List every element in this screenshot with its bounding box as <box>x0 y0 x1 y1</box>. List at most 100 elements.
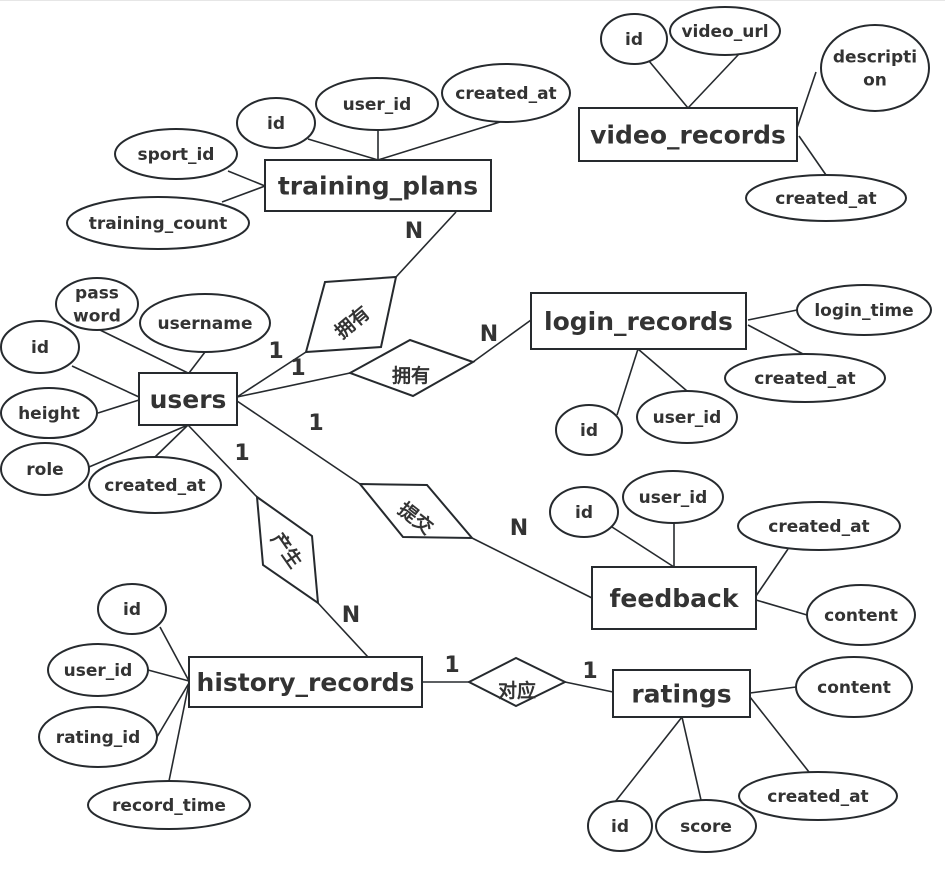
attribute-connector <box>648 60 689 109</box>
attribute-tp-user-id[interactable]: user_id <box>315 77 439 131</box>
relationship-diamond[interactable] <box>466 656 568 708</box>
attribute-tp-training-count[interactable]: training_count <box>66 196 250 250</box>
attribute-lr-created-at[interactable]: created_at <box>724 353 886 403</box>
attribute-users-height[interactable]: height <box>0 387 98 439</box>
attribute-rt-score[interactable]: score <box>655 799 757 853</box>
attribute-ellipse[interactable] <box>724 353 886 403</box>
attribute-rt-id[interactable]: id <box>587 800 653 852</box>
attribute-ellipse[interactable] <box>38 706 158 768</box>
attribute-ellipse[interactable] <box>87 780 251 830</box>
attribute-connector <box>747 324 804 355</box>
attribute-ellipse[interactable] <box>97 583 167 635</box>
attribute-ellipse[interactable] <box>0 442 90 496</box>
entity-box[interactable] <box>591 566 757 630</box>
attribute-ellipse[interactable] <box>796 284 932 336</box>
attribute-label: login_time <box>814 301 913 321</box>
attribute-ellipse[interactable] <box>0 387 98 439</box>
entity-box[interactable] <box>188 656 423 708</box>
attribute-ellipse[interactable] <box>315 77 439 131</box>
attribute-hr-user-id[interactable]: user_id <box>47 643 149 697</box>
attribute-rt-created-at[interactable]: created_at <box>738 771 898 821</box>
entity-video-records[interactable]: video_records <box>578 107 798 162</box>
attribute-ellipse[interactable] <box>622 470 724 524</box>
attribute-ellipse[interactable] <box>549 486 619 538</box>
attribute-hr-id[interactable]: id <box>97 583 167 635</box>
relationship-diamond[interactable] <box>255 494 320 606</box>
relationship-diamond[interactable] <box>357 482 475 540</box>
attribute-ellipse[interactable] <box>587 800 653 852</box>
attribute-vr-id[interactable]: id <box>600 13 668 65</box>
attribute-ellipse[interactable] <box>55 277 139 331</box>
entity-feedback[interactable]: feedback <box>591 566 757 630</box>
attribute-tp-created-at[interactable]: created_at <box>441 63 571 123</box>
relationship-diamond[interactable] <box>347 338 476 398</box>
attribute-ellipse[interactable] <box>236 97 316 149</box>
entity-ratings[interactable]: ratings <box>612 669 751 718</box>
attribute-rt-content[interactable]: content <box>795 656 913 718</box>
entity-box[interactable] <box>264 159 492 212</box>
attribute-fb-created-at[interactable]: created_at <box>737 501 901 551</box>
entity-box[interactable] <box>612 669 751 718</box>
cardinality-to: N <box>405 219 423 244</box>
entity-box[interactable] <box>530 292 747 350</box>
attribute-hr-rating-id[interactable]: rating_id <box>38 706 158 768</box>
attribute-vr-created-at[interactable]: created_at <box>745 174 907 222</box>
attribute-label: created_at <box>104 476 205 496</box>
attribute-lr-id[interactable]: id <box>555 404 623 456</box>
relationship-rel-users-login[interactable]: 拥有 <box>347 338 476 398</box>
attribute-tp-id[interactable]: id <box>236 97 316 149</box>
attribute-ellipse[interactable] <box>66 196 250 250</box>
attribute-ellipse[interactable] <box>738 771 898 821</box>
attribute-fb-user-id[interactable]: user_id <box>622 470 724 524</box>
attribute-users-created-at[interactable]: created_at <box>88 456 222 514</box>
attribute-users-role[interactable]: role <box>0 442 90 496</box>
attribute-ellipse[interactable] <box>795 656 913 718</box>
attribute-ellipse[interactable] <box>806 584 916 646</box>
entity-users[interactable]: users <box>138 372 238 426</box>
attribute-ellipse[interactable] <box>47 643 149 697</box>
attribute-users-id[interactable]: id <box>0 320 80 374</box>
attribute-hr-record-time[interactable]: record_time <box>87 780 251 830</box>
relationship-rel-history-ratings[interactable]: 对应 <box>466 656 568 708</box>
relationship-rel-users-training[interactable]: 拥有 <box>304 275 398 354</box>
attribute-ellipse[interactable] <box>737 501 901 551</box>
attribute-ellipse[interactable] <box>114 128 238 180</box>
entity-label: users <box>150 385 227 414</box>
relationship-rel-users-history[interactable]: 产生 <box>255 494 320 606</box>
attribute-vr-video-url[interactable]: video_url <box>669 6 781 56</box>
attribute-ellipse[interactable] <box>636 390 738 444</box>
attribute-users-username[interactable]: username <box>139 293 271 353</box>
attribute-tp-sport-id[interactable]: sport_id <box>114 128 238 180</box>
attribute-label: id <box>123 600 141 620</box>
attribute-lr-user-id[interactable]: user_id <box>636 390 738 444</box>
attribute-lr-login-time[interactable]: login_time <box>796 284 932 336</box>
attribute-ellipse[interactable] <box>669 6 781 56</box>
attribute-ellipse[interactable] <box>88 456 222 514</box>
attribute-ellipse[interactable] <box>655 799 757 853</box>
attribute-fb-content[interactable]: content <box>806 584 916 646</box>
attribute-label: created_at <box>768 517 869 537</box>
relationship-diamond[interactable] <box>304 275 398 354</box>
attribute-ellipse[interactable] <box>555 404 623 456</box>
attribute-ellipse[interactable] <box>0 320 80 374</box>
attribute-connector <box>227 170 266 187</box>
entity-login-records[interactable]: login_records <box>530 292 747 350</box>
relationship-label: 拥有 <box>392 364 430 387</box>
top-border <box>0 0 945 1</box>
attribute-ellipse[interactable] <box>820 24 930 112</box>
relationship-connector <box>236 372 351 398</box>
attribute-ellipse[interactable] <box>139 293 271 353</box>
attribute-ellipse[interactable] <box>745 174 907 222</box>
attribute-fb-id[interactable]: id <box>549 486 619 538</box>
attribute-ellipse[interactable] <box>600 13 668 65</box>
entity-box[interactable] <box>578 107 798 162</box>
relationship-rel-users-feedback[interactable]: 提交 <box>357 482 475 540</box>
entity-history-records[interactable]: history_records <box>188 656 423 708</box>
entity-training-plans[interactable]: training_plans <box>264 159 492 212</box>
entity-box[interactable] <box>138 372 238 426</box>
attribute-label: sport_id <box>138 145 215 165</box>
attribute-ellipse[interactable] <box>441 63 571 123</box>
